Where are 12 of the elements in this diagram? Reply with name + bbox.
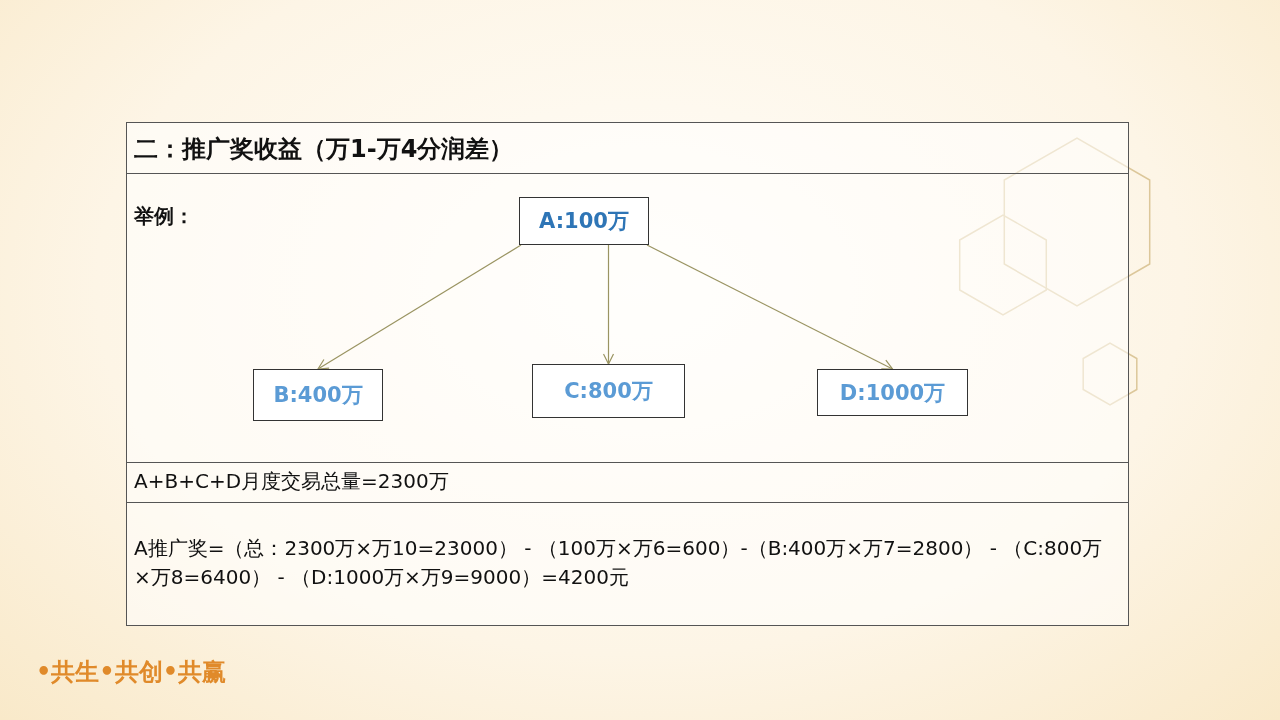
slogan-text: •共生•共创•共赢 [36,657,228,688]
example-label: 举例： [134,203,195,230]
total-volume-text: A+B+C+D月度交易总量=2300万 [134,468,450,495]
title: 二：推广奖收益（万1-万4分润差） [134,134,514,165]
value-box: D:1000万 [817,369,968,416]
arrow [317,244,522,370]
value-box: C:800万 [532,364,685,418]
value-box: A:100万 [519,197,649,245]
arrow [602,244,615,365]
formula-text: A推广奖=（总：2300万×万10=23000） - （100万×万6=600）-（B:400万×万7=2800） - （C:800万×万8=6400） - （D:1000万×万9=9000）=4200元 [134,535,1104,591]
arrow [646,244,894,370]
value-box: B:400万 [253,369,383,421]
